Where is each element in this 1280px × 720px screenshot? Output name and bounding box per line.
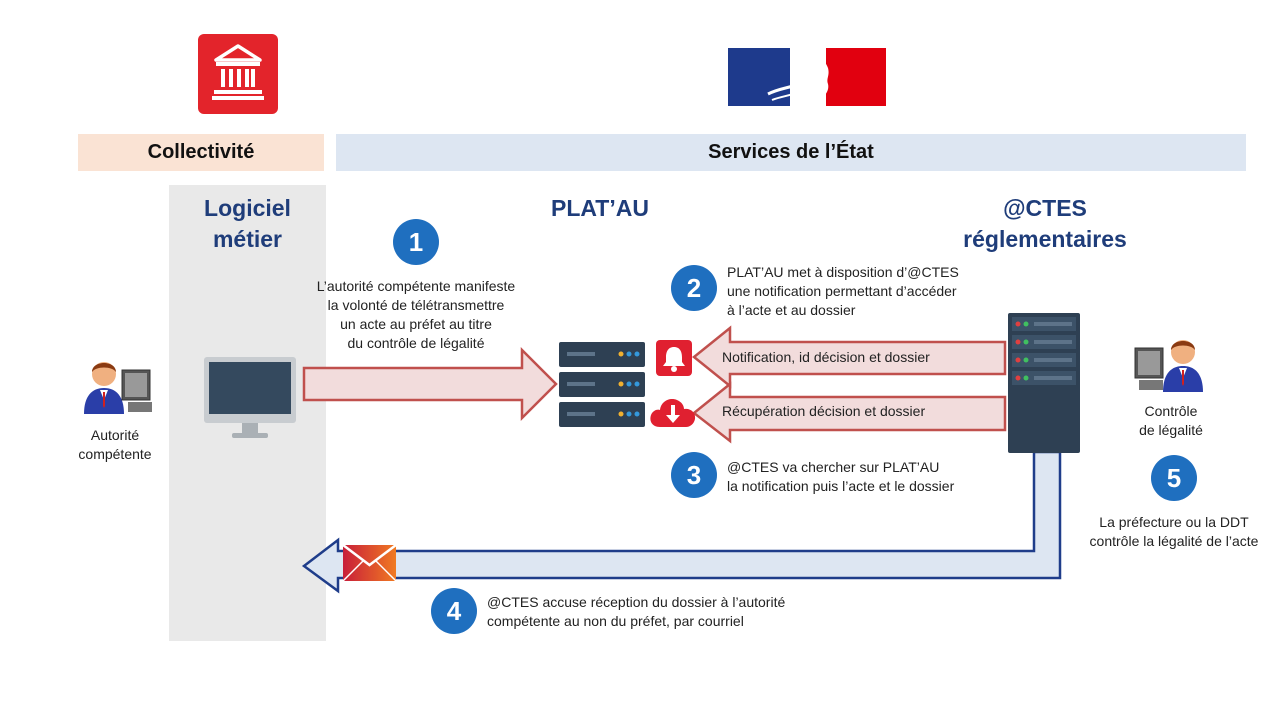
header-collectivite: Collectivité [78,134,324,171]
step-4-line-1: @CTES accuse réception du dossier à l’au… [487,594,786,610]
step-4-text: @CTES accuse réception du dossier à l’au… [487,593,847,631]
step-4-badge: 4 [431,588,477,634]
actes-title-line1: @CTES [1003,195,1087,221]
step-3-badge: 3 [671,452,717,498]
actes-title: @CTES réglementaires [940,193,1150,255]
step-5-line-1: La préfecture ou la DDT [1099,514,1249,530]
step-3-line-1: @CTES va chercher sur PLAT’AU [727,459,940,475]
arrow-notification [692,325,1007,389]
actes-server [1008,313,1080,453]
autorite-label-line2: compétente [78,446,152,462]
step-5-badge: 5 [1151,455,1197,501]
arrow-recuperation-label: Récupération décision et dossier [722,403,926,419]
step-5-text: La préfecture ou la DDT contrôle la léga… [1072,513,1276,551]
step-4-line-2: compétente au non du préfet, par courrie… [487,613,744,629]
logiciel-title-line2: métier [212,226,283,252]
arrow-recuperation [691,381,1007,444]
step-3-line-2: la notification puis l’acte et le dossie… [727,478,955,494]
step-1-line-4: du contrôle de légalité [347,335,485,351]
step-1-badge: 1 [393,219,439,265]
step-2-text: PLAT’AU met à disposition d’@CTES une no… [727,263,1027,320]
bell-icon [656,340,692,376]
collectivite-logo [198,34,278,114]
monitor-icon [204,357,296,438]
step-1-text: L’autorité compétente manifeste la volon… [290,277,542,353]
step-1-line-1: L’autorité compétente manifeste [316,278,516,294]
controle-label-line1: Contrôle [1144,403,1198,419]
autorite-label-line1: Autorité [90,427,140,443]
arrow-return [301,450,1062,594]
controle-user [1133,330,1213,396]
step-2-line-2: une notification permettant d’accéder [727,283,957,299]
header-services-etat: Services de l’État [336,134,1246,171]
step-2-badge: 2 [671,265,717,311]
actes-title-line2: réglementaires [963,226,1127,252]
logiciel-metier-title: Logiciel métier [169,193,326,255]
autorite-user [78,352,154,418]
controle-label-line2: de légalité [1139,422,1203,438]
user-at-computer-icon [1134,340,1203,392]
step-2-line-3: à l’acte et au dossier [727,302,856,318]
step-1-line-3: un acte au préfet au titre [340,316,492,332]
platau-title: PLAT’AU [551,195,649,221]
arrow-to-platau [302,346,558,422]
logiciel-title-line1: Logiciel [204,195,291,221]
step-3-text: @CTES va chercher sur PLAT’AU la notific… [727,458,1017,496]
step-2-line-1: PLAT’AU met à disposition d’@CTES [727,264,959,280]
step-1-line-2: la volonté de télétransmettre [327,297,505,313]
marianne-logo [728,48,886,106]
envelope-icon [342,544,397,582]
town-hall-icon [198,34,278,114]
controle-label: Contrôle de légalité [1116,402,1226,440]
cloud-download-icon [648,393,698,429]
etat-logo [728,48,886,106]
arrow-notification-label: Notification, id décision et dossier [722,349,930,365]
platau-server [559,342,645,428]
server-rack-icon [559,342,645,427]
logiciel-computer [204,357,296,439]
autorite-label: Autorité compétente [60,426,170,464]
user-at-computer-icon [84,362,152,414]
server-tower-icon [1008,313,1080,453]
step-5-line-2: contrôle la légalité de l’acte [1089,533,1259,549]
